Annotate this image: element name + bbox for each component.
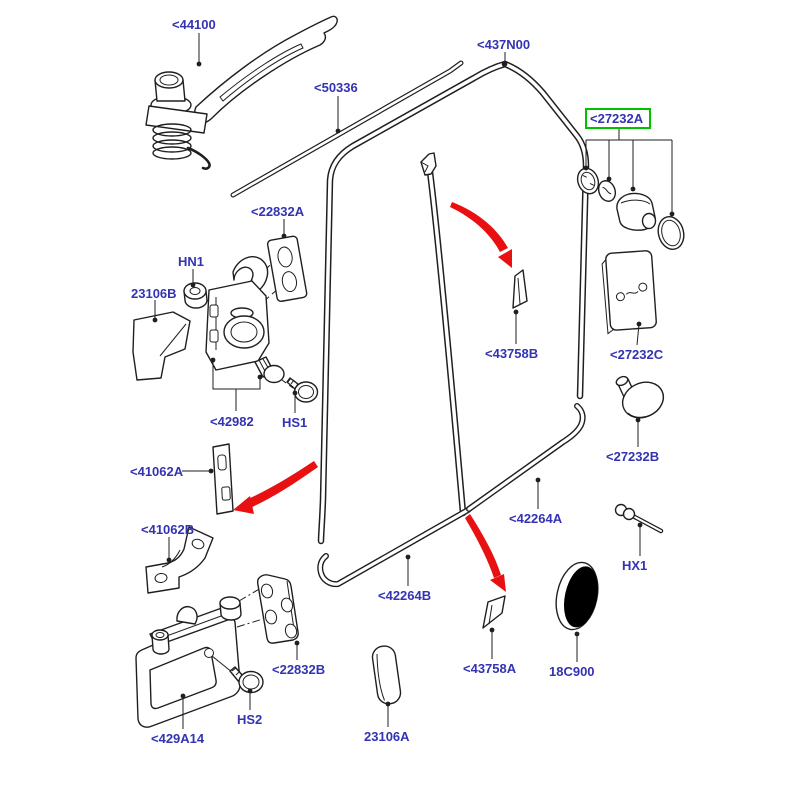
part-label-41062B[interactable]: <41062B xyxy=(141,522,194,537)
part-label-HS2[interactable]: HS2 xyxy=(237,712,262,727)
wedge-bumper-upper-drawing xyxy=(512,269,528,309)
access-plate-drawing xyxy=(601,250,657,335)
highlight-box-27232A xyxy=(585,108,651,129)
part-label-44100[interactable]: <44100 xyxy=(172,17,216,32)
pad-drawing xyxy=(371,645,402,705)
part-label-43758B[interactable]: <43758B xyxy=(485,346,538,361)
red-arrow-top xyxy=(450,202,512,268)
part-label-27232B[interactable]: <27232B xyxy=(606,449,659,464)
part-label-50336[interactable]: <50336 xyxy=(314,80,358,95)
red-arrow-bottom xyxy=(465,514,506,592)
part-label-27232C[interactable]: <27232C xyxy=(610,347,664,362)
shim-pad-drawing xyxy=(132,311,191,381)
hinge-plate-drawing xyxy=(256,574,299,644)
part-label-18C900[interactable]: 18C900 xyxy=(549,664,595,679)
part-label-23106A[interactable]: 23106A xyxy=(364,729,410,744)
retainer-strip-drawing xyxy=(212,443,234,515)
part-label-42982[interactable]: <42982 xyxy=(210,414,254,429)
part-label-22832A[interactable]: <22832A xyxy=(251,204,305,219)
glass-run-rod-drawing xyxy=(230,60,464,198)
striker-plate-drawing xyxy=(234,235,308,319)
door-check-arm-drawing xyxy=(145,15,338,170)
leader-lines xyxy=(152,33,675,729)
door-aperture-seal-drawing xyxy=(317,60,590,545)
bolt-hs1-drawing xyxy=(286,377,319,403)
oval-plug-drawing xyxy=(555,561,599,631)
part-label-27232A[interactable]: <27232A xyxy=(590,111,644,126)
part-label-42264A[interactable]: <42264A xyxy=(509,511,563,526)
red-arrow-left xyxy=(233,461,318,514)
wedge-bumper-lower-drawing xyxy=(482,595,506,629)
lower-seal-right-drawing xyxy=(466,403,586,512)
clamp-bracket-drawing xyxy=(145,526,214,594)
plug-drawing xyxy=(615,375,665,419)
lower-seal-left-drawing xyxy=(317,507,471,588)
part-label-HS1[interactable]: HS1 xyxy=(282,415,307,430)
part-label-41062A[interactable]: <41062A xyxy=(130,464,184,479)
part-label-43758A[interactable]: <43758A xyxy=(463,661,517,676)
part-label-42264B[interactable]: <42264B xyxy=(378,588,431,603)
part-label-HX1[interactable]: HX1 xyxy=(622,558,647,573)
pin-clip-drawing xyxy=(614,503,664,534)
part-label-HN1[interactable]: HN1 xyxy=(178,254,204,269)
bolt-hs2-drawing xyxy=(229,666,264,694)
part-label-429A14[interactable]: <429A14 xyxy=(151,731,205,746)
hinge-assembly-drawing xyxy=(135,587,264,728)
pillar-seal-strip-drawing xyxy=(420,152,467,517)
door-check-assembly-drawing xyxy=(205,256,294,389)
part-label-437N00[interactable]: <437N00 xyxy=(477,37,530,52)
part-label-22832B[interactable]: <22832B xyxy=(272,662,325,677)
grommet-set-drawing xyxy=(576,167,685,250)
part-label-23106B[interactable]: 23106B xyxy=(131,286,177,301)
